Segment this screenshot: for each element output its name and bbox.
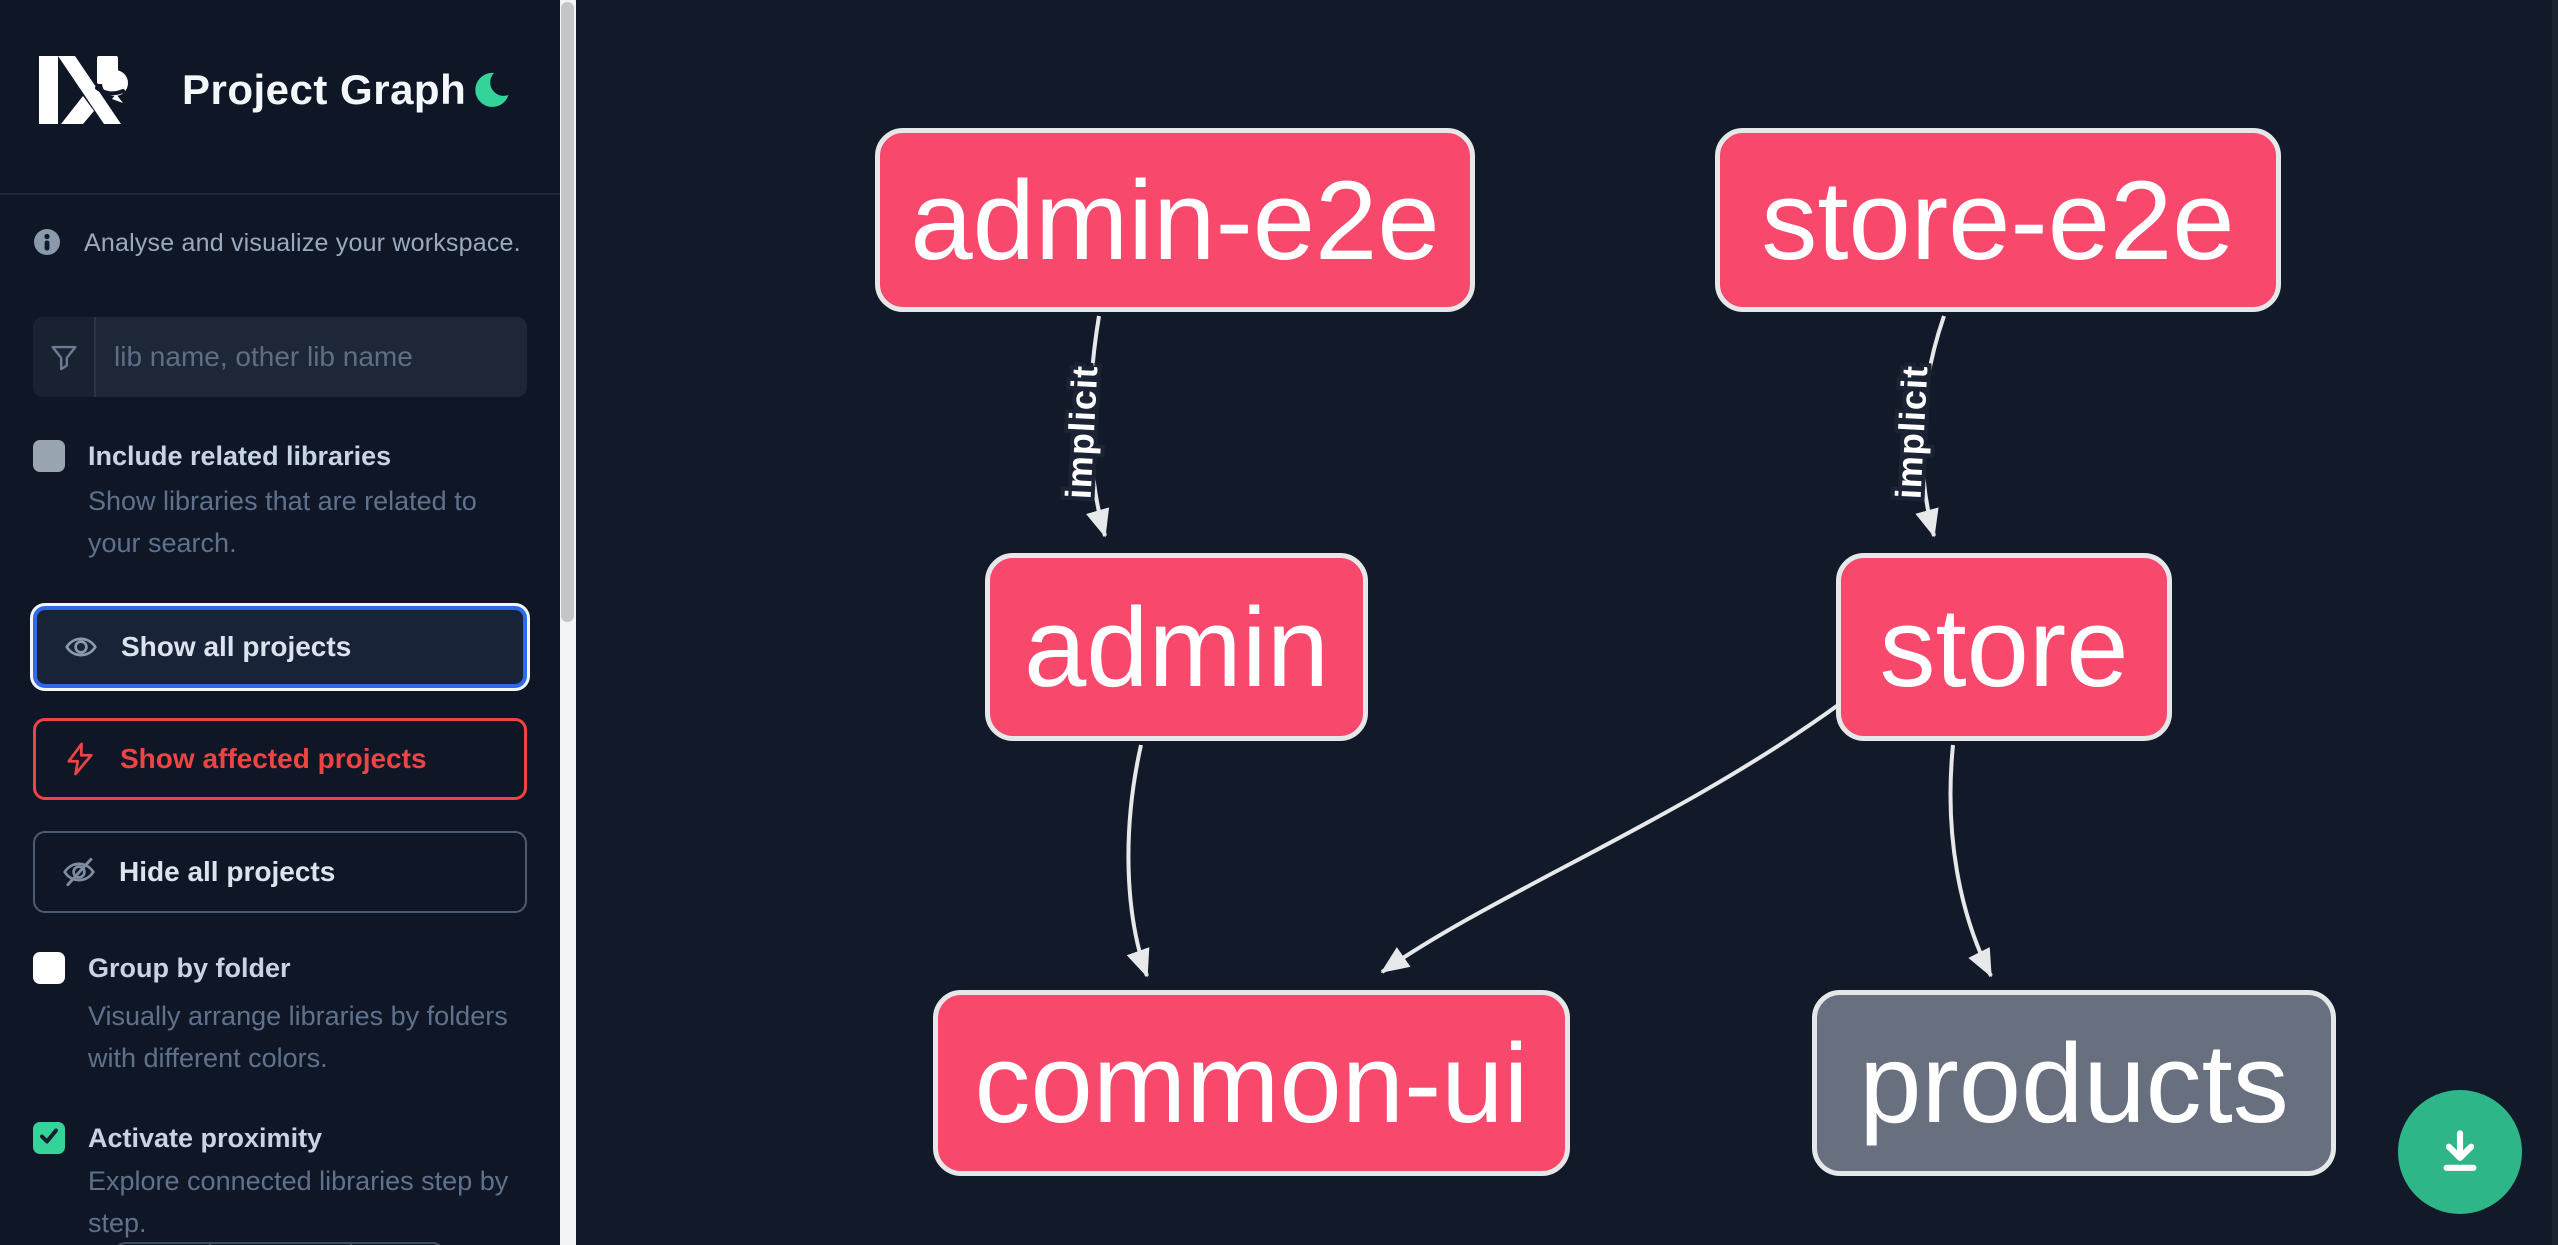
- group-by-folder-label: Group by folder: [88, 953, 291, 983]
- include-related-description: Show libraries that are related to your …: [88, 486, 477, 558]
- include-related-checkbox[interactable]: [33, 440, 65, 472]
- eye-icon: [63, 629, 99, 665]
- show-all-projects-label: Show all projects: [121, 631, 352, 662]
- sidebar-scrollbar-track[interactable]: [560, 0, 576, 1245]
- lightning-bolt-icon: [62, 741, 98, 777]
- workspace-tagline: Analyse and visualize your workspace.: [84, 229, 521, 257]
- checkmark-icon: [36, 1123, 62, 1154]
- download-graph-button[interactable]: [2398, 1090, 2522, 1214]
- activate-proximity-checkbox[interactable]: [33, 1122, 65, 1154]
- sidebar-divider: [0, 193, 560, 195]
- group-by-folder-checkbox[interactable]: [33, 952, 65, 984]
- group-by-folder-description: Visually arrange libraries by folders wi…: [88, 1001, 508, 1073]
- hide-all-projects-label: Hide all projects: [119, 856, 336, 887]
- activate-proximity-label: Activate proximity: [88, 1123, 323, 1153]
- download-icon: [2431, 1121, 2489, 1184]
- sidebar-header: Project Graph: [0, 0, 560, 194]
- edge-label-implicit: implicit: [1887, 363, 1936, 500]
- dark-mode-toggle moon-icon[interactable]: [468, 68, 512, 112]
- node-admin[interactable]: admin: [985, 553, 1368, 741]
- show-affected-projects-label: Show affected projects: [120, 743, 427, 774]
- graph-scrollbar-track[interactable]: [2552, 0, 2558, 1245]
- filter-funnel-icon: [33, 317, 96, 397]
- eye-off-icon: [61, 854, 97, 890]
- info-icon: [33, 228, 61, 256]
- node-common-ui[interactable]: common-ui: [933, 990, 1570, 1176]
- nx-logo-icon: [33, 52, 129, 130]
- node-store-e2e[interactable]: store-e2e: [1715, 128, 2281, 312]
- activate-proximity-description: Explore connected libraries step by step…: [88, 1166, 509, 1238]
- show-all-projects-button[interactable]: Show all projects: [33, 606, 527, 688]
- project-filter: [33, 317, 527, 397]
- sidebar-scrollbar-thumb[interactable]: [561, 2, 574, 622]
- include-related-label: Include related libraries: [88, 441, 392, 471]
- page-title: Project Graph: [182, 66, 467, 113]
- workspace-tagline-row: Analyse and visualize your workspace.: [33, 228, 533, 258]
- show-affected-projects-button[interactable]: Show affected projects: [33, 718, 527, 800]
- node-products[interactable]: products: [1812, 990, 2336, 1176]
- edge-label-implicit: implicit: [1057, 363, 1106, 500]
- search-input[interactable]: [96, 317, 527, 397]
- node-admin-e2e[interactable]: admin-e2e: [875, 128, 1475, 312]
- node-store[interactable]: store: [1836, 553, 2172, 741]
- hide-all-projects-button[interactable]: Hide all projects: [33, 831, 527, 913]
- sidebar: Project Graph Analyse and visualize your…: [0, 0, 560, 1245]
